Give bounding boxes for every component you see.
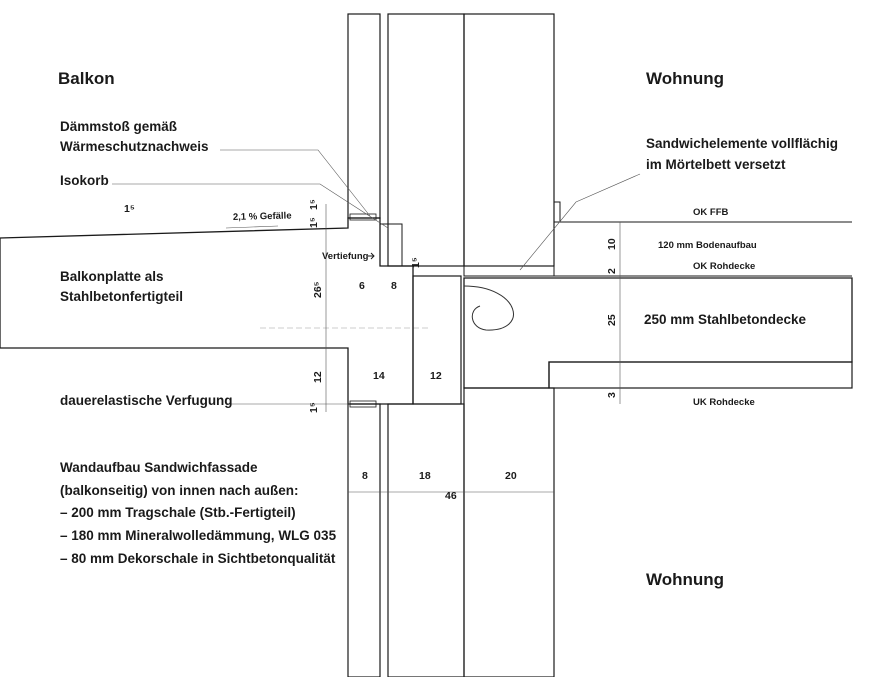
balcony-slab	[0, 217, 414, 405]
label-wohnung-bottom: Wohnung	[646, 570, 724, 589]
joint-sealant-top	[349, 213, 377, 221]
leader-daemmstoss	[220, 149, 371, 217]
dim-15-vert-a: 1⁵	[308, 217, 320, 228]
wandaufbau-line-5: – 80 mm Dekorschale in Sichtbetonqualitä…	[60, 551, 336, 566]
upper-decor-shell	[347, 13, 381, 219]
dim-20: 20	[505, 470, 517, 482]
wandaufbau-line-1: Wandaufbau Sandwichfassade	[60, 460, 258, 475]
upper-load-bearing-shell	[463, 13, 555, 267]
label-balkonplatte-1: Balkonplatte als	[60, 269, 164, 284]
wandaufbau-line-4: – 180 mm Mineralwolledämmung, WLG 035	[60, 528, 337, 543]
label-vertiefung: Vertiefung	[322, 251, 369, 262]
label-ok-ffb: OK FFB	[693, 207, 728, 218]
dim-26: 26⁵	[312, 281, 324, 298]
leader-isokorb	[112, 183, 389, 229]
dim-6: 6	[359, 280, 365, 292]
ceiling-slab	[463, 277, 853, 389]
upper-insulation	[387, 13, 465, 267]
label-sandwich-2: im Mörtelbett versetzt	[646, 157, 786, 172]
lower-load-bearing-shell	[463, 387, 555, 677]
dim-14: 14	[373, 370, 385, 382]
dim-25: 25	[606, 314, 618, 326]
dim-10: 10	[606, 238, 618, 250]
label-isokorb: Isokorb	[60, 173, 109, 188]
label-bodenaufbau: 120 mm Bodenaufbau	[658, 240, 757, 251]
label-sandwich-1: Sandwichelemente vollflächig	[646, 136, 838, 151]
dim-15-bottom: 1⁵	[308, 402, 320, 413]
isokorb-insulation	[412, 275, 462, 405]
rebar-loop	[463, 285, 514, 331]
dim-46: 46	[445, 490, 457, 502]
lower-insulation	[387, 403, 465, 677]
label-balkonplatte-2: Stahlbetonfertigteil	[60, 289, 183, 304]
label-gefaelle: 2,1 % Gefälle	[233, 210, 292, 223]
isokorb-body	[379, 223, 403, 267]
dim-8-bottom: 8	[362, 470, 368, 482]
wandaufbau-line-3: – 200 mm Tragschale (Stb.-Fertigteil)	[60, 505, 296, 520]
dim-15-vert-b: 1⁵	[308, 199, 320, 210]
vertiefung-arrow-icon	[368, 252, 375, 260]
ceiling-bottom-layer	[548, 361, 853, 389]
label-stahlbetondecke: 250 mm Stahlbetondecke	[644, 312, 807, 327]
label-daemmstoss-1: Dämmstoß gemäß	[60, 119, 177, 134]
dim-3: 3	[606, 392, 618, 398]
dim-2: 2	[606, 268, 618, 274]
label-wohnung-top: Wohnung	[646, 69, 724, 88]
dim-12-left: 12	[312, 371, 324, 383]
label-balkon: Balkon	[58, 69, 115, 88]
dim-15-vert-c: 1⁵	[410, 257, 422, 268]
leader-sandwich	[519, 173, 641, 271]
dim-18: 18	[419, 470, 431, 482]
dim-8-top: 8	[391, 280, 397, 292]
label-ok-rohdecke: OK Rohdecke	[693, 261, 755, 272]
dim-line-gefaelle	[225, 225, 279, 229]
wandaufbau-line-2: (balkonseitig) von innen nach außen:	[60, 483, 299, 498]
label-daemmstoss-2: Wärmeschutznachweis	[60, 139, 209, 154]
label-verfugung: dauerelastische Verfugung	[60, 393, 233, 408]
dim-15-top-left: 1⁵	[124, 203, 135, 215]
lower-decor-shell	[347, 403, 381, 677]
label-uk-rohdecke: UK Rohdecke	[693, 397, 755, 408]
skirting-board	[553, 201, 561, 223]
upper-shell-bedding	[463, 265, 555, 277]
dim-12-mid: 12	[430, 370, 442, 382]
